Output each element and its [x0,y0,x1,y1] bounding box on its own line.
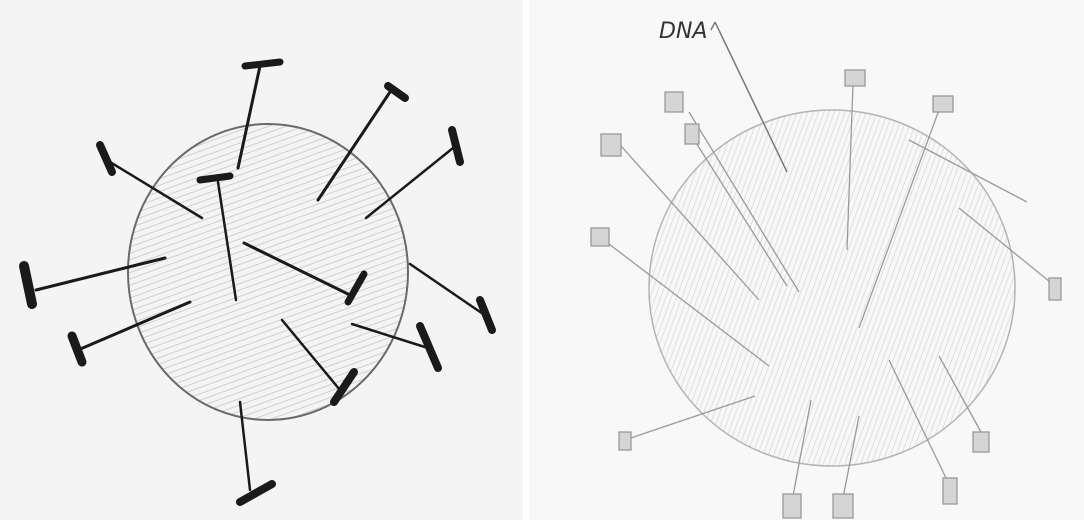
left-virus-drawing [0,0,523,520]
right-virus-body [649,110,1015,466]
left-spike-right-lower [410,264,492,330]
right-sketch-panel: DNA [529,0,1084,520]
dna-label: DNA [659,19,707,44]
right-virus-drawing: DNA [529,0,1084,520]
left-sketch-panel [0,0,523,520]
